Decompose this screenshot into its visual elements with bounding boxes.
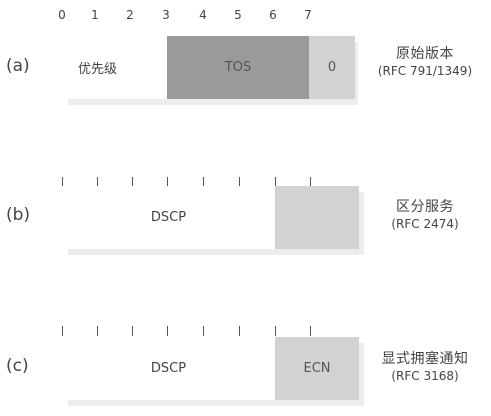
desc-zh-a: 原始版本 xyxy=(396,46,454,62)
tick-b-3 xyxy=(167,177,168,187)
precedence-field: 优先级 xyxy=(62,36,167,99)
desc-ref-a: (RFC 791/1349) xyxy=(377,64,473,78)
row-label-c: (c) xyxy=(6,356,29,376)
zero-bit-label: 0 xyxy=(327,60,337,75)
tick-c-7 xyxy=(310,326,311,336)
bit-number-2: 2 xyxy=(126,8,134,22)
bit-number-0: 0 xyxy=(58,8,66,22)
tick-b-0 xyxy=(62,177,63,187)
field-box-c: DSCP ECN xyxy=(62,337,364,406)
tick-b-4 xyxy=(203,177,204,187)
dscp-field-c: DSCP xyxy=(62,337,275,400)
tick-c-3 xyxy=(167,326,168,336)
row-desc-b: 区分服务 (RFC 2474) xyxy=(360,198,490,232)
tick-b-6 xyxy=(275,177,276,187)
row-desc-a: 原始版本 (RFC 791/1349) xyxy=(360,45,490,79)
tos-label: TOS xyxy=(224,60,252,75)
field-box-a: 优先级 TOS 0 xyxy=(62,36,358,105)
tick-c-6 xyxy=(275,326,276,336)
bit-number-3: 3 xyxy=(162,8,170,22)
tick-c-2 xyxy=(132,326,133,336)
ecn-field: ECN xyxy=(275,337,359,400)
tick-b-2 xyxy=(132,177,133,187)
tick-c-0 xyxy=(62,326,63,336)
tick-c-5 xyxy=(239,326,240,336)
bit-number-1: 1 xyxy=(91,8,99,22)
field-box-b: DSCP xyxy=(62,186,364,255)
desc-zh-c: 显式拥塞通知 xyxy=(381,351,469,367)
tick-b-5 xyxy=(239,177,240,187)
tick-c-4 xyxy=(203,326,204,336)
bit-number-5: 5 xyxy=(234,8,242,22)
desc-ref-c: (RFC 3168) xyxy=(391,369,459,383)
row-label-a: (a) xyxy=(6,56,30,76)
tick-b-7 xyxy=(310,177,311,187)
dscp-label-b: DSCP xyxy=(150,210,187,225)
tick-c-1 xyxy=(97,326,98,336)
row-desc-c: 显式拥塞通知 (RFC 3168) xyxy=(360,350,490,384)
precedence-label: 优先级 xyxy=(78,62,118,77)
bit-number-6: 6 xyxy=(269,8,277,22)
desc-zh-b: 区分服务 xyxy=(396,199,454,215)
dscp-label-c: DSCP xyxy=(150,361,187,376)
tos-field: TOS xyxy=(167,36,309,99)
bit-number-7: 7 xyxy=(304,8,312,22)
desc-ref-b: (RFC 2474) xyxy=(391,217,459,231)
zero-bit-field: 0 xyxy=(309,36,355,99)
dscp-field-b: DSCP xyxy=(62,186,275,249)
tick-b-1 xyxy=(97,177,98,187)
bit-number-4: 4 xyxy=(199,8,207,22)
unused-field-b xyxy=(275,186,359,249)
row-label-b: (b) xyxy=(6,205,31,225)
ecn-label: ECN xyxy=(303,361,331,376)
